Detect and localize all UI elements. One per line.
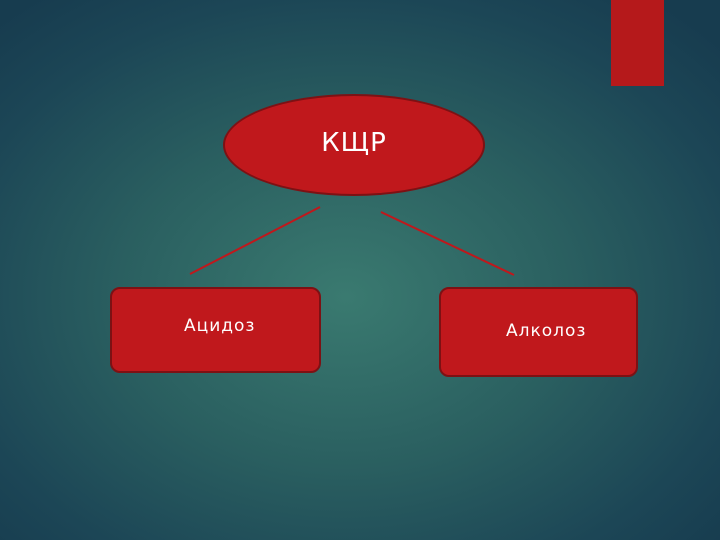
connector-left	[189, 206, 321, 275]
root-node: КЩР	[223, 94, 485, 196]
connector-right	[380, 211, 515, 276]
child-node-acidosis: Ацидоз	[110, 287, 321, 373]
child-node-label: Алколоз	[506, 321, 587, 341]
child-node-label: Ацидоз	[184, 316, 256, 336]
child-node-alkalosis: Алколоз	[439, 287, 638, 377]
root-node-label: КЩР	[321, 128, 387, 158]
accent-bar	[611, 0, 664, 86]
